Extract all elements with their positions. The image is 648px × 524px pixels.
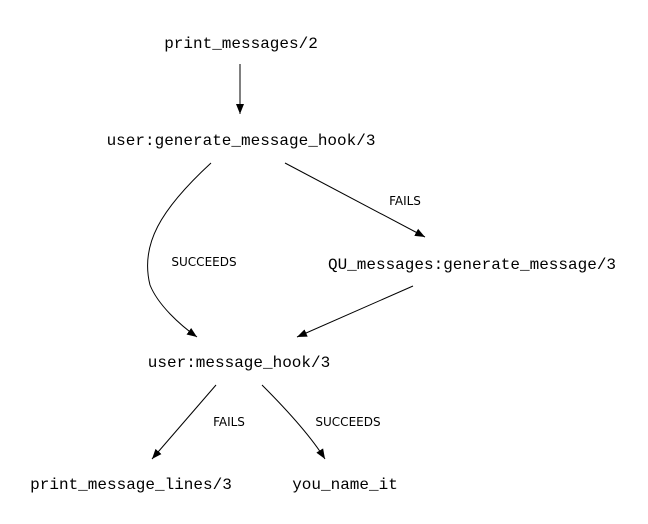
node-generate-message-hook: user:generate_message_hook/3 [107, 132, 376, 150]
edge-qu-to-message-hook [296, 285, 414, 338]
edge-message-hook-fails-to-print-lines [151, 384, 217, 460]
node-message-hook: user:message_hook/3 [148, 354, 330, 372]
label-message-hook-succeeds: SUCCEEDS [315, 415, 380, 429]
label-generate-hook-fails: FAILS [389, 194, 421, 208]
label-generate-hook-succeeds: SUCCEEDS [171, 255, 236, 269]
edge-message-hook-succeeds-to-you-name-it [261, 384, 326, 460]
node-you-name-it: you_name_it [292, 476, 398, 494]
edge-generate-hook-fails-to-qu [284, 162, 426, 238]
node-qu-generate-message: QU_messages:generate_message/3 [328, 256, 616, 274]
label-message-hook-fails: FAILS [213, 415, 245, 429]
node-print-message-lines: print_message_lines/3 [30, 476, 232, 494]
edge-generate-hook-succeeds-to-message-hook [147, 162, 212, 338]
node-print-messages: print_messages/2 [164, 35, 318, 53]
